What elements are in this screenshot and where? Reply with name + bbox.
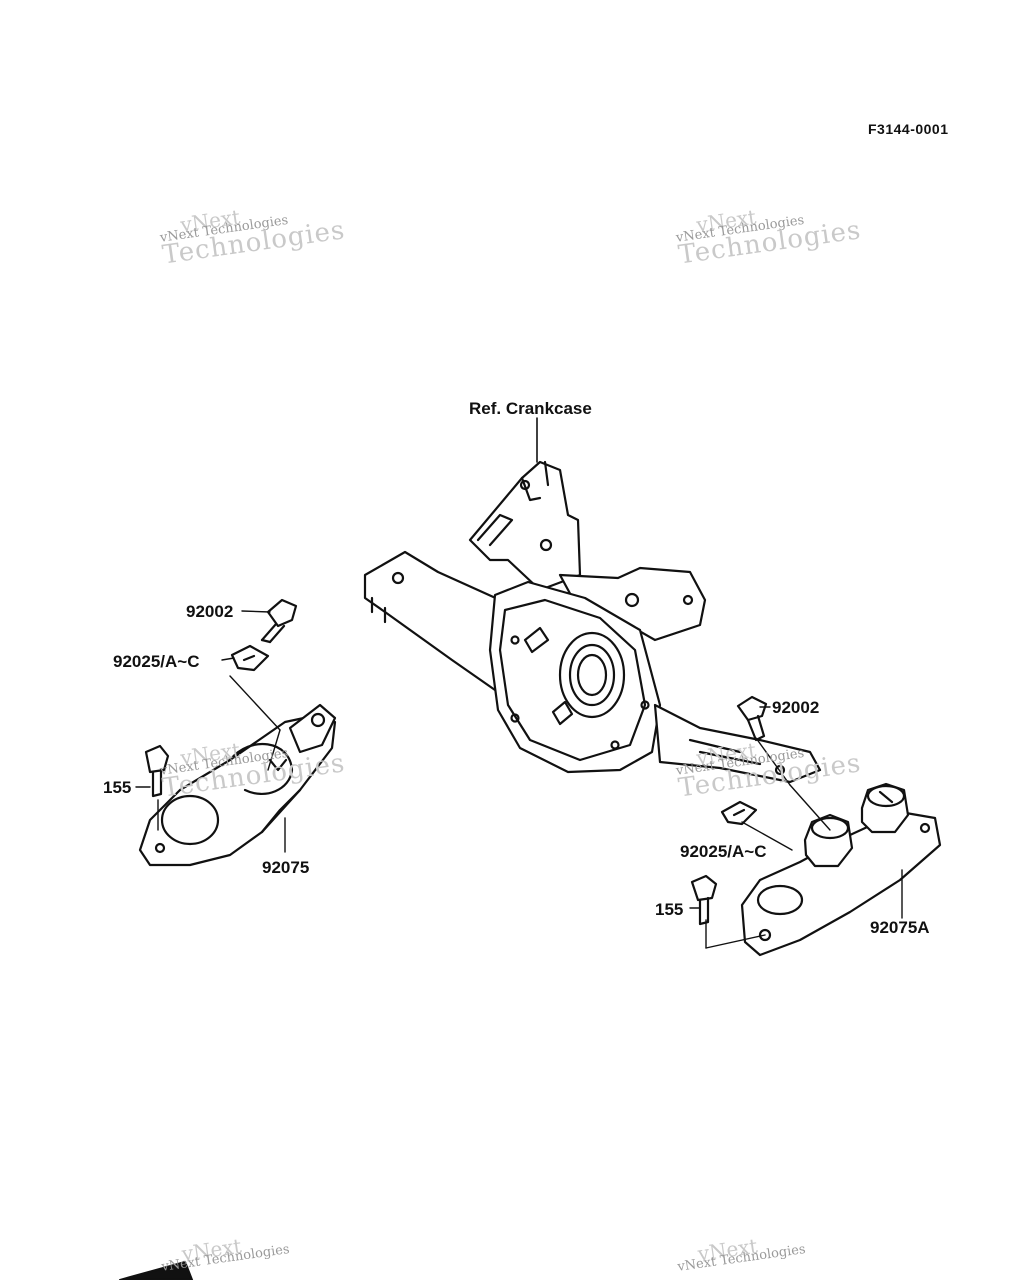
left-bolt-label: 92002 (186, 602, 234, 621)
right-small-bolt-label: 155 (655, 900, 684, 919)
crankcase-drawing (363, 460, 822, 784)
right-leaders (689, 706, 903, 949)
corner-stamp-fragment (118, 1260, 194, 1280)
right-mount-drawing (720, 695, 942, 957)
right-small-bolt-drawing (690, 874, 718, 926)
left-mount-label: 92075 (262, 858, 310, 877)
right-shim-label: 92025/A~C (680, 842, 767, 861)
right-mount-label: 92075A (870, 918, 930, 937)
left-shim-label: 92025/A~C (113, 652, 200, 671)
left-small-bolt-label: 155 (103, 778, 132, 797)
left-leaders (135, 610, 286, 853)
ref-crankcase-label: Ref. Crankcase (469, 399, 592, 418)
left-mount-drawing (138, 598, 337, 867)
left-small-bolt-drawing (144, 744, 170, 798)
right-bolt-label: 92002 (772, 698, 820, 717)
figure-code: F3144-0001 (868, 121, 949, 137)
